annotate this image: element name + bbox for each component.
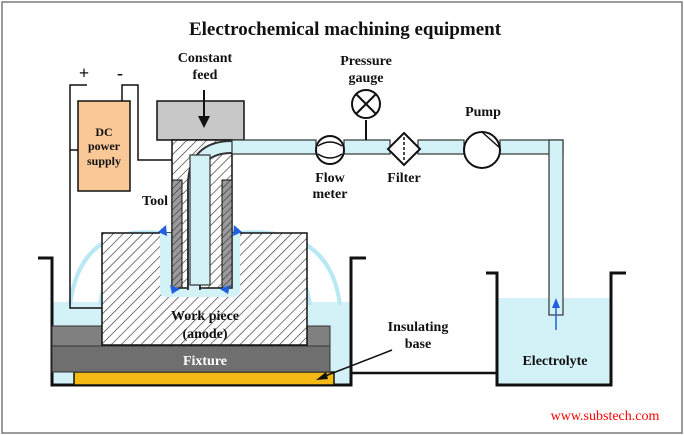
constant-feed-label-2: feed [193,68,218,83]
credit-link[interactable]: www.substech.com [551,409,660,424]
flow-meter-label-2: meter [313,187,348,202]
tool-label: Tool [142,194,168,209]
tool-channel [189,154,211,286]
insulating-base-pointer-head [316,372,328,380]
dc-power-supply [77,100,131,192]
dc-supply-label-3: supply [87,154,121,168]
flow-arrows [158,225,242,294]
diagram-title: Electrochemical machining equipment [189,19,502,40]
electrolyte-label: Electrolyte [522,354,587,369]
pressure-gauge-label-1: Pressure [340,54,392,69]
tool-insulation-right [221,179,233,289]
pump-icon [463,131,501,169]
work-piece-label-2: (anode) [182,327,227,342]
pipe-segments [231,139,564,316]
feed-arrow-head [198,116,210,128]
work-piece-label-1: Work piece [171,309,239,324]
plus-terminal: + [79,63,89,83]
fixture [51,345,331,373]
dc-supply-label-1: DC [95,125,112,139]
fixture-label: Fixture [183,354,227,369]
insulating-base-label-2: base [405,337,431,352]
flow-meter-icon [315,135,345,165]
right-tank [486,271,626,387]
insulating-base [73,371,335,386]
negative-wire [121,84,175,161]
pressure-gauge-label-2: gauge [349,71,384,86]
dc-supply-label-2: power [88,139,121,153]
positive-wire [69,84,87,151]
insulating-base-pointer [319,349,393,379]
suction-arrow-head [552,298,560,308]
tool-insulation-left [171,179,183,289]
insulating-base-label-1: Insulating [388,320,449,335]
flow-meter-label-1: Flow [315,171,345,186]
filter-label: Filter [387,171,420,186]
positive-wire-to-workpiece [69,150,102,309]
pump-label: Pump [465,105,501,120]
constant-feed-label-1: Constant [178,51,233,66]
minus-terminal: - [117,63,123,83]
